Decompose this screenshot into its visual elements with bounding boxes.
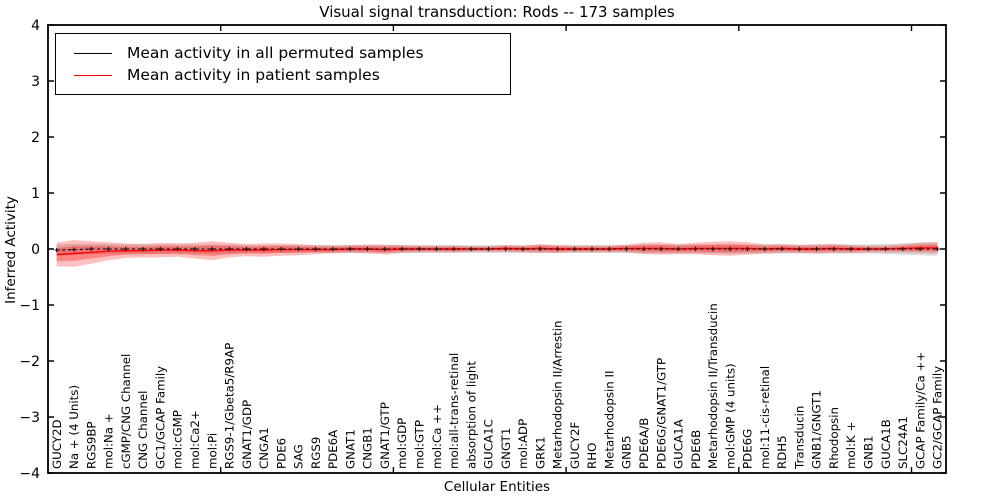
entity-label: Metarhodopsin II <box>603 371 617 469</box>
entity-label: GUCY2D <box>50 419 64 469</box>
permuted-plus-markers <box>54 246 940 253</box>
entity-label: GRK1 <box>533 436 547 469</box>
entity-label: CNG Channel <box>136 391 150 469</box>
entity-label: RDH5 <box>775 435 789 469</box>
entity-label: GNAT1 <box>343 429 357 469</box>
entity-label: SLC24A1 <box>896 416 910 469</box>
entity-label: mol:ADP <box>516 419 530 469</box>
permuted-mean-line <box>56 248 938 251</box>
entity-label: GUCY2F <box>568 421 582 469</box>
entity-label: PDE6B <box>689 430 703 469</box>
entity-label: Metarhodopsin II/Arrestin <box>551 321 565 470</box>
entity-label: RGS9BP <box>84 421 98 469</box>
entity-label: CNGB1 <box>361 427 375 469</box>
entity-label: GNB1 <box>862 435 876 469</box>
entity-label: PDE6G <box>741 429 755 469</box>
entity-label: GUCA1C <box>482 419 496 469</box>
y-tick-label: 2 <box>31 130 40 146</box>
entity-label: GCAP Family/Ca ++ <box>913 352 927 469</box>
entity-label: PDE6A/B <box>637 418 651 469</box>
entity-label: PDE6 <box>274 438 288 469</box>
entity-label: mol:GTP <box>413 420 427 469</box>
entity-label: mol:Na + <box>102 413 116 469</box>
entity-label: cGMP/CNG Channel <box>119 354 133 469</box>
entity-label: GNAT1/GDP <box>240 400 254 469</box>
entity-label: RHO <box>585 443 599 469</box>
patient-mean-line <box>56 247 938 256</box>
entity-label: PDE6A <box>326 430 340 469</box>
entity-label: GUCA1A <box>672 419 686 469</box>
y-tick-label: 1 <box>31 186 40 202</box>
y-tick-label: −1 <box>19 298 40 314</box>
y-tick-label: 4 <box>31 18 40 34</box>
legend-item-permuted: Mean activity in all permuted samples <box>56 44 510 62</box>
entity-label: GNB5 <box>620 435 634 469</box>
entity-label: RGS9 <box>309 437 323 469</box>
y-tick-label: −2 <box>19 354 40 370</box>
entity-label: Rhodopsin <box>827 407 841 469</box>
entity-label: Metarhodopsin II/Transducin <box>706 303 720 469</box>
entity-label: PDE6G/GNAT1/GTP <box>654 358 668 469</box>
entity-label: GC2/GCAP Family <box>931 366 945 469</box>
entity-label: mol:11-cis-retinal <box>758 366 772 469</box>
entity-label: mol:GMP (4 units) <box>723 363 737 469</box>
legend-box: Mean activity in all permuted samples Me… <box>55 33 511 95</box>
entity-label: GUCA1B <box>879 419 893 469</box>
entity-label: mol:K + <box>844 422 858 469</box>
entity-label: mol:Pi <box>205 433 219 469</box>
entity-label: mol:GDP <box>395 418 409 469</box>
legend-item-patient: Mean activity in patient samples <box>56 66 510 84</box>
y-tick-label: 0 <box>31 242 40 258</box>
entity-label: Transducin <box>792 406 806 470</box>
x-axis-label: Cellular Entities <box>443 479 551 495</box>
entity-label: mol:cGMP <box>171 410 185 469</box>
entity-label: GNGT1 <box>499 428 513 469</box>
entity-label: GNAT1/GTP <box>378 402 392 469</box>
legend-label-patient: Mean activity in patient samples <box>127 66 380 84</box>
entity-label: CNGA1 <box>257 427 271 469</box>
y-tick-label: −4 <box>19 466 40 482</box>
y-tick-label: 3 <box>31 74 40 90</box>
permuted-line-swatch <box>74 52 112 54</box>
entity-label: SAG <box>292 444 306 469</box>
entity-label: mol:Ca2+ <box>188 410 202 469</box>
legend-label-permuted: Mean activity in all permuted samples <box>127 44 424 62</box>
entity-label: RGS9-1/Gbeta5/R9AP <box>223 343 237 469</box>
entity-label: mol:all-trans-retinal <box>447 353 461 469</box>
entity-label: Na + (4 Units) <box>67 385 81 469</box>
patient-band-outer <box>56 240 938 267</box>
chart-title: Visual signal transduction: Rods -- 173 … <box>319 3 675 21</box>
y-tick-label: −3 <box>19 410 40 426</box>
entity-label: mol:Ca ++ <box>430 404 444 469</box>
entity-label: absorption of light <box>464 361 478 469</box>
entity-label: GC1/GCAP Family <box>153 366 167 469</box>
entity-label: GNB1/GNGT1 <box>810 390 824 469</box>
patient-line-swatch <box>74 74 112 76</box>
